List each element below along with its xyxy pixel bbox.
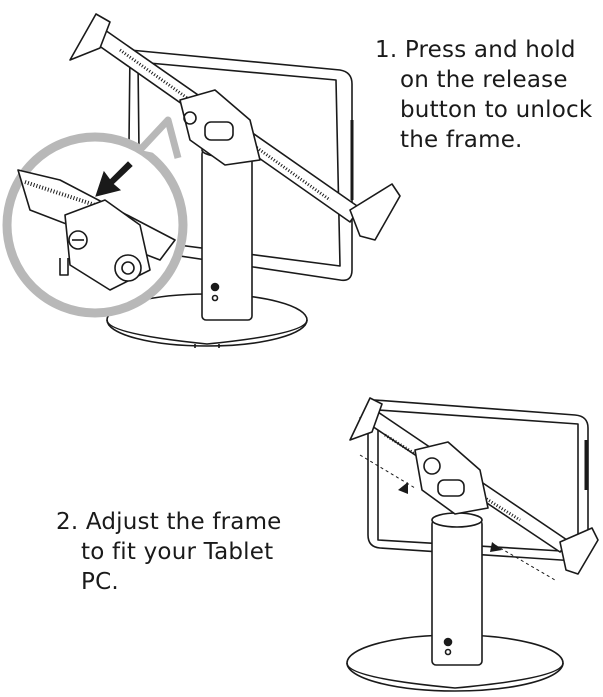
step-1-line-4: the frame. <box>400 127 523 153</box>
step-2-instruction: 2. Adjust the frame to fit your Tablet P… <box>56 507 291 597</box>
stand-pillar <box>201 149 253 321</box>
adjust-arrow-up-icon <box>398 482 408 494</box>
step-2-line-1: 2. Adjust the frame <box>56 509 282 535</box>
step-1-line-1: 1. Press and hold <box>375 37 576 63</box>
tablet-stand-adjust-frame-illustration <box>346 397 599 692</box>
step-2-line-2: to fit your Tablet <box>81 539 274 565</box>
step-2-line-3: PC. <box>81 569 119 595</box>
adjust-arrow-down-icon <box>490 542 502 552</box>
tablet-stand-release-button-illustration <box>2 13 401 348</box>
stand-pillar <box>431 519 483 666</box>
step-1-instruction: 1. Press and hold on the release button … <box>375 35 600 155</box>
step-1-line-3: button to unlock <box>400 97 593 123</box>
step-1-line-2: on the release <box>400 67 568 93</box>
press-arrow-icon <box>95 161 133 197</box>
